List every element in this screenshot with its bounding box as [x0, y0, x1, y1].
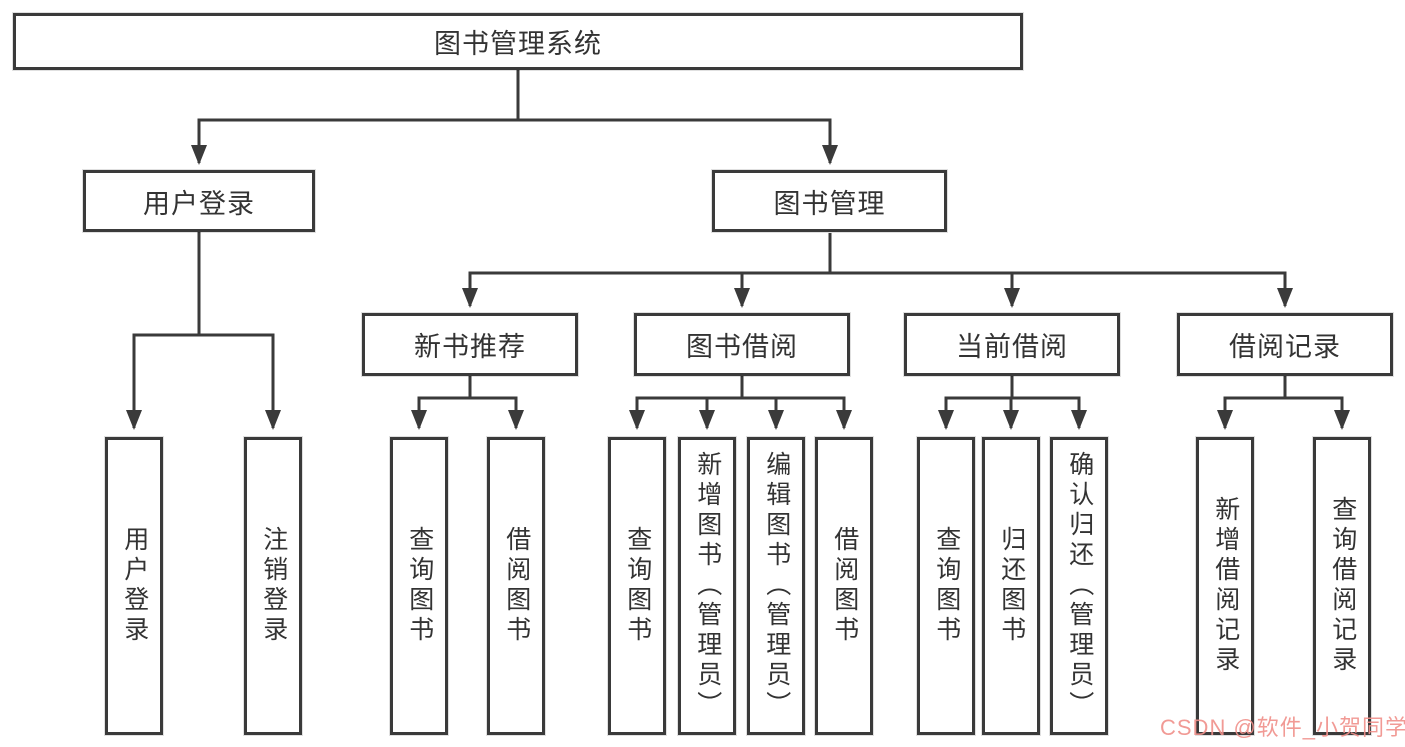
leaf-add-book-admin: 新增图书（管理员）: [678, 437, 736, 735]
node-label: 当前借阅: [956, 332, 1068, 362]
node-label: 图书管理: [773, 188, 886, 219]
watermark-text: CSDN @软件_小贺同学: [1160, 715, 1405, 740]
leaf-label: 编辑图书（管理员）: [762, 451, 791, 721]
node-root: 图书管理系统: [13, 13, 1023, 70]
node-new-book-recommend: 新书推荐: [362, 313, 578, 376]
leaf-user-login: 用户登录: [105, 437, 163, 735]
leaf-query-book-2: 查询图书: [608, 437, 666, 735]
node-user-login: 用户登录: [83, 170, 315, 232]
node-label: 图书借阅: [686, 332, 798, 362]
leaf-label: 确认归还（管理员）: [1065, 451, 1094, 721]
leaf-label: 归还图书: [997, 526, 1026, 646]
node-book-management: 图书管理: [712, 170, 947, 232]
node-borrow-record: 借阅记录: [1177, 313, 1393, 376]
leaf-label: 注销登录: [259, 526, 288, 646]
leaf-label: 查询借阅记录: [1328, 496, 1357, 676]
leaf-return-book: 归还图书: [982, 437, 1040, 735]
leaf-logout: 注销登录: [244, 437, 302, 735]
node-current-borrow: 当前借阅: [904, 313, 1120, 376]
leaf-label: 新增图书（管理员）: [693, 451, 722, 721]
leaf-confirm-return-admin: 确认归还（管理员）: [1050, 437, 1108, 735]
node-label: 新书推荐: [414, 332, 526, 362]
leaf-borrow-book-1: 借阅图书: [487, 437, 545, 735]
connector-lvl3-stems: [468, 376, 1287, 400]
leaf-label: 借阅图书: [830, 526, 859, 646]
leaf-label: 查询图书: [405, 526, 434, 646]
leaf-label: 借阅图书: [502, 526, 531, 646]
node-root-label: 图书管理系统: [434, 29, 602, 59]
leaf-query-book-1: 查询图书: [390, 437, 448, 735]
leaf-add-borrow-record: 新增借阅记录: [1196, 437, 1254, 735]
leaf-edit-book-admin: 编辑图书（管理员）: [747, 437, 805, 735]
node-label: 用户登录: [143, 188, 255, 219]
leaf-label: 查询图书: [932, 526, 961, 646]
leaf-label: 用户登录: [120, 526, 149, 646]
leaf-label: 新增借阅记录: [1211, 496, 1240, 676]
leaf-query-book-3: 查询图书: [917, 437, 975, 735]
leaf-query-borrow-record: 查询借阅记录: [1313, 437, 1371, 735]
leaf-label: 查询图书: [623, 526, 652, 646]
node-book-borrow: 图书借阅: [634, 313, 850, 376]
node-label: 借阅记录: [1229, 332, 1341, 362]
leaf-borrow-book-2: 借阅图书: [815, 437, 873, 735]
